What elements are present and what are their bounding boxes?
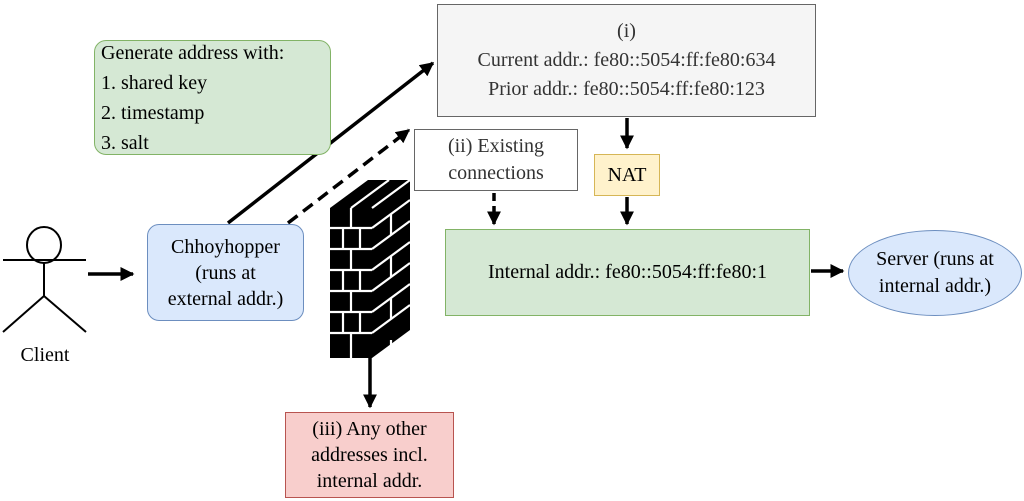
- prior-address-text: Prior addr.: fe80::5054:ff:fe80:123: [488, 78, 765, 100]
- server-line1: Server (runs at: [876, 248, 994, 270]
- client-figure-icon: [2, 226, 87, 333]
- active-addresses-label: (i): [617, 20, 636, 42]
- firewall-icon: [330, 179, 411, 358]
- other-addresses-line2: addresses incl.: [311, 444, 428, 466]
- chhoyhopper-box: Chhoyhopper (runs at external addr.): [147, 224, 304, 321]
- nat-label: NAT: [607, 163, 647, 186]
- existing-connections-box: (ii) Existing connections: [414, 129, 578, 191]
- chhoyhopper-subtitle-line2: external addr.): [167, 287, 284, 310]
- chhoyhopper-subtitle-line1: (runs at: [195, 261, 256, 284]
- other-addresses-box: (iii) Any other addresses incl. internal…: [285, 412, 454, 498]
- active-addresses-box: (i) Current addr.: fe80::5054:ff:fe80:63…: [437, 4, 816, 117]
- other-addresses-line3: internal addr.: [316, 470, 423, 492]
- address-generation-item: 1. shared key: [101, 71, 208, 94]
- address-generation-heading: Generate address with:: [101, 41, 285, 64]
- address-generation-item: 2. timestamp: [101, 101, 205, 124]
- client-label: Client: [20, 344, 70, 366]
- existing-connections-line1: (ii) Existing: [447, 135, 545, 157]
- chhoyhopper-to-existing-arrow: [286, 128, 411, 225]
- server-ellipse: Server (runs at internal addr.): [848, 230, 1022, 316]
- internal-address-box: Internal addr.: fe80::5054:ff:fe80:1: [445, 229, 810, 316]
- address-generation-item: 3. salt: [101, 131, 149, 154]
- server-line2: internal addr.): [878, 275, 992, 297]
- nat-box: NAT: [594, 154, 660, 196]
- internal-address-text: Internal addr.: fe80::5054:ff:fe80:1: [488, 261, 767, 283]
- chhoyhopper-title: Chhoyhopper: [171, 235, 280, 258]
- current-address-text: Current addr.: fe80::5054:ff:fe80:634: [477, 49, 776, 71]
- other-addresses-line1: (iii) Any other: [312, 418, 427, 440]
- existing-connections-line2: connections: [448, 162, 544, 184]
- address-generation-box: Generate address with: 1. shared key 2. …: [94, 40, 331, 155]
